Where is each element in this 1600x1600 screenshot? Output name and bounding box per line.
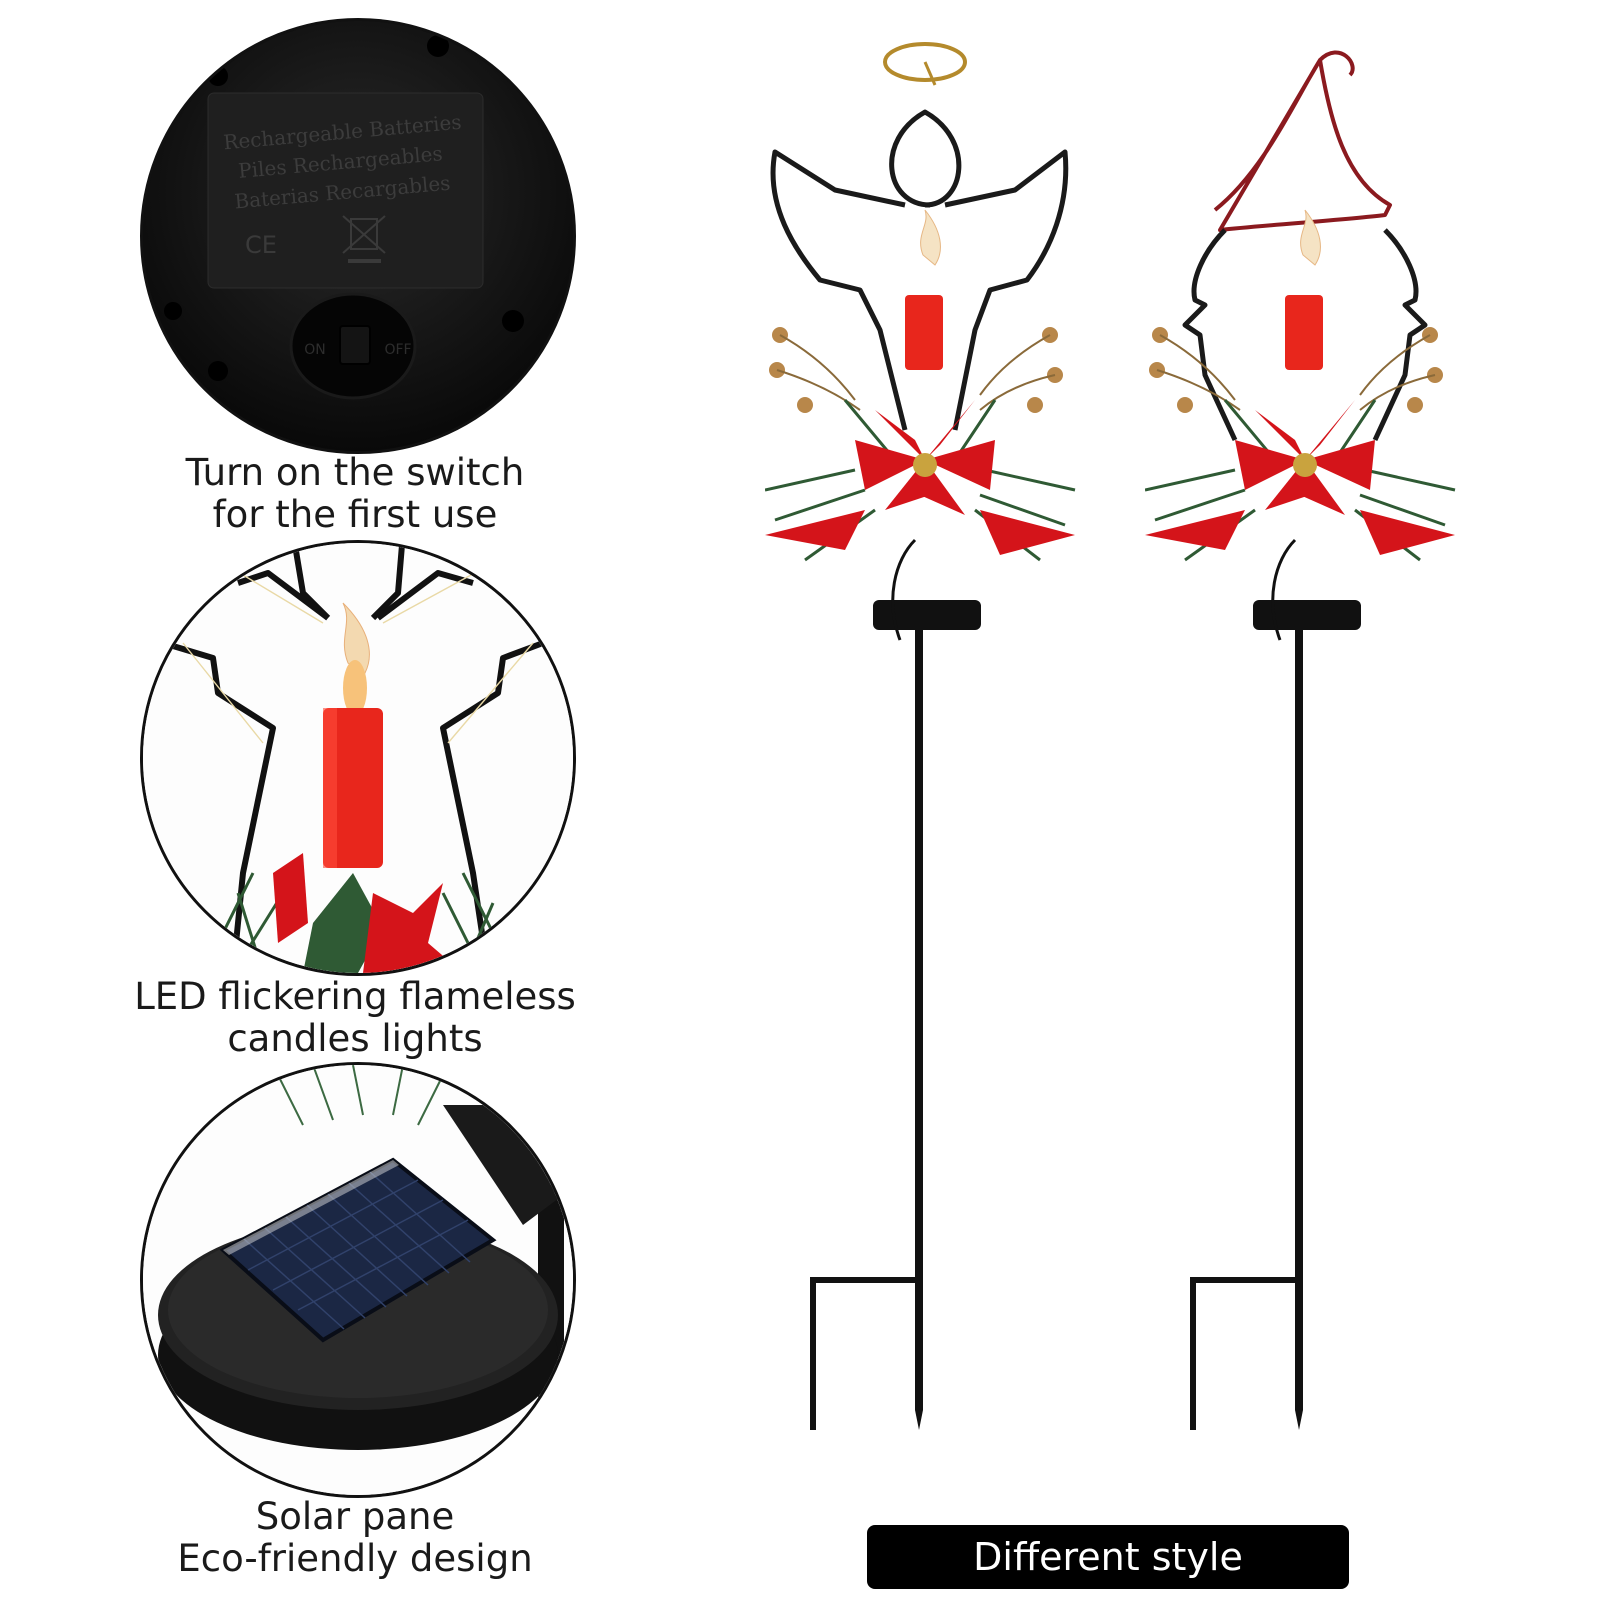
angel-frame [770, 109, 1069, 431]
angel-stake-foot [810, 1277, 919, 1430]
crossed-bin-icon [342, 215, 386, 263]
power-switch[interactable] [339, 325, 371, 365]
candle-closeup-image [143, 543, 573, 973]
solar-detail-circle [140, 1062, 576, 1498]
candle-caption: LED flickering flameless candles lights [100, 976, 610, 1060]
candle-caption-line-2: candles lights [227, 1017, 483, 1060]
gnome-stake-product [1145, 40, 1485, 1470]
solar-caption-line-2: Eco-friendly design [177, 1537, 533, 1580]
gnome-stake-pole [1295, 630, 1303, 1410]
switch-on-label: ON [304, 342, 326, 358]
candle-caption-line-1: LED flickering flameless [134, 975, 576, 1018]
banner-label: Different style [973, 1535, 1243, 1579]
solar-caption-line-1: Solar pane [255, 1495, 455, 1538]
angel-stake-pole [915, 630, 923, 1410]
gnome-frame [1182, 228, 1428, 442]
gnome-hat-topper [1213, 50, 1392, 232]
switch-off-label: OFF [384, 342, 411, 358]
switch-caption-line-2: for the first use [212, 493, 498, 536]
battery-compartment-image: Rechargeable Batteries Piles Rechargeabl… [143, 21, 573, 451]
angel-stake-product [765, 40, 1105, 1470]
solar-caption: Solar pane Eco-friendly design [100, 1496, 610, 1580]
halo-topper [883, 42, 967, 82]
switch-caption-line-1: Turn on the switch [185, 451, 525, 494]
gnome-stake-foot [1190, 1277, 1299, 1430]
solar-panel-image [143, 1065, 573, 1495]
different-style-banner: Different style [867, 1525, 1349, 1589]
ce-mark: CE [245, 231, 277, 259]
switch-caption: Turn on the switch for the first use [100, 452, 610, 536]
switch-detail-circle: Rechargeable Batteries Piles Rechargeabl… [140, 18, 576, 454]
candle-detail-circle [140, 540, 576, 976]
